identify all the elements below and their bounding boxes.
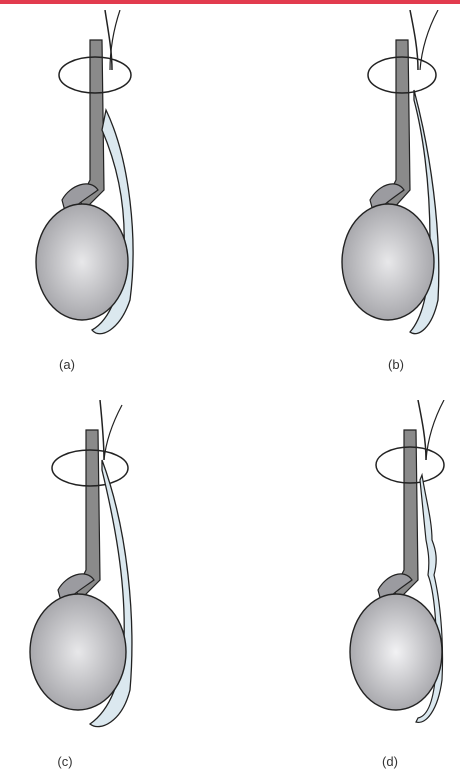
testis bbox=[36, 204, 128, 320]
top-accent-rule bbox=[0, 0, 460, 4]
vessel-line bbox=[410, 10, 418, 70]
testis bbox=[350, 594, 442, 710]
diagram-panel-a bbox=[20, 10, 160, 350]
panel-c-illustration bbox=[10, 400, 150, 740]
diagram-panel-c bbox=[10, 400, 150, 740]
vessel-line bbox=[426, 400, 444, 460]
panel-b-illustration bbox=[330, 10, 460, 350]
panel-a-illustration bbox=[20, 10, 160, 350]
testis bbox=[342, 204, 434, 320]
panel-d-illustration bbox=[340, 400, 460, 740]
diagram-panel-b bbox=[330, 10, 460, 350]
testis bbox=[30, 594, 126, 710]
panel-label-d: (d) bbox=[370, 754, 410, 769]
panel-label-b: (b) bbox=[376, 357, 416, 372]
diagram-panel-d bbox=[340, 400, 460, 740]
vessel-line bbox=[418, 400, 426, 460]
panel-label-c: (c) bbox=[45, 754, 85, 769]
panel-label-a: (a) bbox=[47, 357, 87, 372]
vessel-line bbox=[105, 10, 112, 70]
